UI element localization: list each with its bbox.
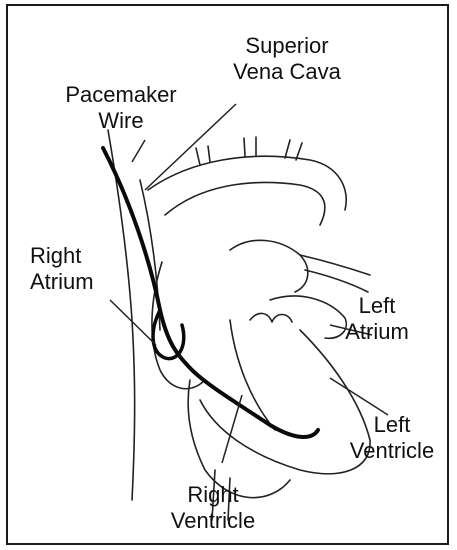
label-pacemaker-wire: Pacemaker Wire xyxy=(46,82,196,134)
pacemaker-wire xyxy=(103,148,318,437)
label-line: Atrium xyxy=(330,319,424,345)
superior-vena-cava-vessel-inner xyxy=(140,180,160,330)
valve-leaflets xyxy=(250,313,292,322)
label-left-ventricle: Left Ventricle xyxy=(343,412,441,464)
leader-line-right-ventricle xyxy=(222,395,242,463)
leader-line-pacemaker-wire xyxy=(132,140,145,162)
label-line: Wire xyxy=(46,108,196,134)
pulmonary-artery-branch xyxy=(305,270,368,292)
label-line: Pacemaker xyxy=(46,82,196,108)
label-line: Ventricle xyxy=(343,438,441,464)
label-right-ventricle: Right Ventricle xyxy=(157,482,269,534)
label-line: Vena Cava xyxy=(223,59,351,85)
label-right-atrium: Right Atrium xyxy=(30,243,94,295)
pulmonary-trunk xyxy=(230,240,308,292)
arch-branch xyxy=(244,137,256,156)
aortic-arch-inner xyxy=(165,183,325,225)
label-line: Left xyxy=(343,412,441,438)
label-line: Left xyxy=(330,293,424,319)
label-superior-vena-cava: Superior Vena Cava xyxy=(223,33,351,85)
label-line: Right xyxy=(157,482,269,508)
label-left-atrium: Left Atrium xyxy=(330,293,424,345)
label-line: Atrium xyxy=(30,269,94,295)
label-line: Right xyxy=(30,243,94,269)
arch-branch xyxy=(196,146,210,165)
right-ventricle-wall xyxy=(188,380,290,498)
label-line: Ventricle xyxy=(157,508,269,534)
label-line: Superior xyxy=(223,33,351,59)
